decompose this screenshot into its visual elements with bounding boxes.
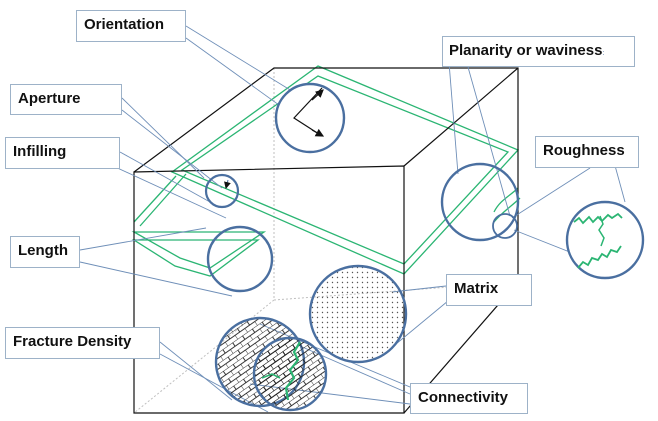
fracture-density-text: Fracture Density (13, 333, 132, 350)
planarity-label: Planarity or waviness: (442, 36, 635, 67)
infilling-text: Infilling (13, 143, 67, 160)
aperture-label: Aperture (10, 84, 122, 115)
matrix-circle (308, 264, 408, 364)
infilling-label: Infilling (5, 137, 120, 169)
aperture-text: Aperture (18, 90, 81, 107)
connectivity-circle (252, 336, 328, 412)
fracture-density-label: Fracture Density (5, 327, 160, 359)
orientation-label: Orientation (76, 10, 186, 42)
planarity-circle (440, 162, 520, 242)
orientation-circle (274, 82, 346, 154)
connectivity-label: Connectivity (410, 383, 528, 414)
length-label: Length (10, 236, 80, 268)
planarity-suffix: : (602, 50, 605, 57)
roughness-circle (565, 200, 645, 280)
roughness-label: Roughness (535, 136, 639, 168)
roughness-text: Roughness (543, 142, 625, 159)
matrix-text: Matrix (454, 280, 499, 297)
aperture-circle (204, 173, 240, 209)
length-circle (206, 225, 274, 293)
connectivity-text: Connectivity (418, 389, 509, 406)
matrix-label: Matrix (446, 274, 532, 306)
leader-lines (79, 25, 626, 413)
planarity-text: Planarity or waviness (449, 42, 603, 59)
length-text: Length (18, 242, 68, 259)
orientation-text: Orientation (84, 16, 165, 33)
